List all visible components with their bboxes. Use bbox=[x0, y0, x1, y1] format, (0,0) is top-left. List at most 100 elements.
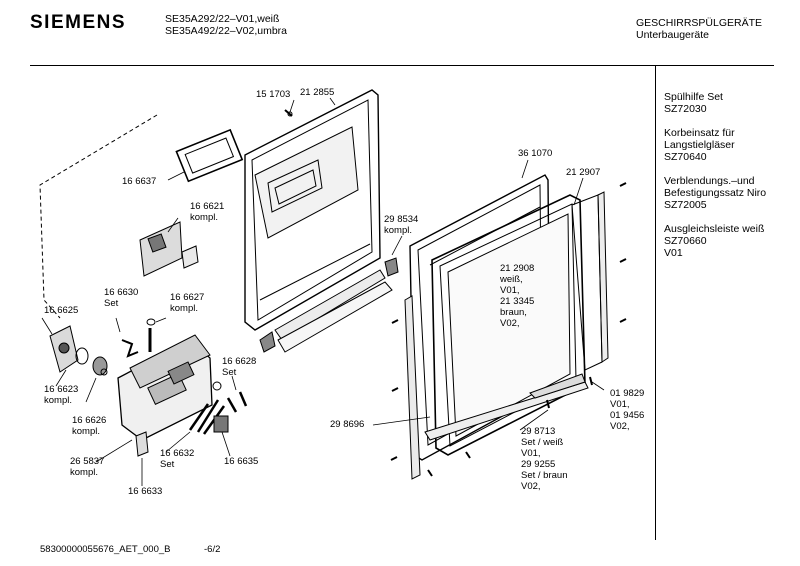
model-line: SE35A292/22–V01,weiß bbox=[165, 13, 280, 25]
accessory-list: Spülhilfe Set SZ72030 Korbeinsatz für La… bbox=[664, 91, 782, 259]
part-number: 16 6623 bbox=[44, 384, 79, 395]
model-line: SE35A492/22–V02,umbra bbox=[165, 25, 288, 37]
part-number: 26 5837 bbox=[70, 456, 105, 467]
accessory-code: SZ70640 bbox=[664, 151, 707, 163]
header-divider bbox=[30, 65, 774, 66]
part-label: 29 8713 Set / weiß V01, 29 9255 Set / br… bbox=[521, 426, 567, 492]
category-line: Unterbaugeräte bbox=[636, 29, 709, 41]
accessory-name: Befestigungssatz Niro bbox=[664, 187, 767, 199]
part-note: V01, bbox=[521, 448, 541, 459]
front-panel bbox=[431, 194, 586, 456]
part-label: 16 6635 bbox=[224, 456, 258, 467]
part-note: Set bbox=[222, 367, 237, 378]
part-note: V02, bbox=[500, 318, 520, 329]
part-label: 01 9829 V01, 01 9456 V02, bbox=[610, 388, 644, 432]
part-label: 21 2855 bbox=[300, 87, 334, 98]
brand-logo: SIEMENS bbox=[30, 12, 127, 33]
accessory-item: Spülhilfe Set SZ72030 bbox=[664, 91, 782, 115]
part-number: 16 6632 bbox=[160, 448, 195, 459]
part-number: 21 3345 bbox=[500, 296, 535, 307]
screw-set bbox=[390, 182, 627, 477]
part-number: 16 6630 bbox=[104, 287, 139, 298]
part-label: 16 6625 bbox=[44, 305, 78, 316]
part-note: V01, bbox=[500, 285, 520, 296]
part-label: 29 8696 bbox=[330, 419, 364, 430]
part-number: 16 6627 bbox=[170, 292, 205, 303]
part-number: 15 1703 bbox=[256, 89, 291, 100]
part-number: 16 6635 bbox=[224, 456, 259, 467]
dispenser-unit bbox=[139, 221, 199, 277]
model-list: SE35A292/22–V01,weiß SE35A492/22–V02,umb… bbox=[165, 13, 287, 37]
accessory-code: SZ70660 bbox=[664, 235, 707, 247]
part-note: kompl. bbox=[70, 467, 98, 478]
part-note: kompl. bbox=[190, 212, 218, 223]
accessory-name: Korbeinsatz für bbox=[664, 127, 735, 139]
part-number: 29 8696 bbox=[330, 419, 365, 430]
part-label: 21 2907 bbox=[566, 167, 600, 178]
part-note: kompl. bbox=[170, 303, 198, 314]
door-lock-body bbox=[117, 334, 213, 441]
part-number: 21 2907 bbox=[566, 167, 601, 178]
handle-strip bbox=[259, 257, 399, 353]
part-note: kompl. bbox=[72, 426, 100, 437]
part-note: kompl. bbox=[44, 395, 72, 406]
pin-part bbox=[146, 318, 156, 352]
part-number: 29 8534 bbox=[384, 214, 419, 225]
part-number: 01 9829 bbox=[610, 388, 645, 399]
left-profile bbox=[404, 295, 421, 480]
part-note: Set bbox=[104, 298, 119, 309]
accessory-code: SZ72030 bbox=[664, 103, 707, 115]
part-note: Set bbox=[160, 459, 175, 470]
part-number: 16 6625 bbox=[44, 305, 79, 316]
document-id: 58300000055676_AET_000_B bbox=[40, 544, 171, 555]
part-note: V02, bbox=[521, 481, 541, 492]
part-note: braun, bbox=[500, 307, 527, 318]
part-number: 16 6621 bbox=[190, 201, 225, 212]
part-number: 01 9456 bbox=[610, 410, 645, 421]
part-number: 36 1070 bbox=[518, 148, 553, 159]
part-number: 21 2908 bbox=[500, 263, 535, 274]
page-number: -6/2 bbox=[204, 544, 221, 555]
part-label: 15 1703 bbox=[256, 89, 290, 100]
lock-housing bbox=[49, 325, 108, 376]
accessory-item: Korbeinsatz für Langstielgläser SZ70640 bbox=[664, 127, 782, 163]
part-number: 16 6637 bbox=[122, 176, 157, 187]
category-title: GESCHIRRSPÜLGERÄTE Unterbaugeräte bbox=[636, 17, 762, 41]
part-number: 16 6626 bbox=[72, 415, 107, 426]
part-number: 21 2855 bbox=[300, 87, 335, 98]
part-number: 29 8713 bbox=[521, 426, 556, 437]
accessory-item: Ausgleichsleiste weiß SZ70660 V01 bbox=[664, 223, 782, 259]
part-number: 16 6628 bbox=[222, 356, 257, 367]
part-number: 29 9255 bbox=[521, 459, 556, 470]
part-note: V01, bbox=[610, 399, 630, 410]
accessory-name: Spülhilfe Set bbox=[664, 91, 723, 103]
part-label: 21 2908 weiß, V01, 21 3345 braun, V02, bbox=[500, 263, 534, 329]
sidebar-divider bbox=[655, 65, 656, 540]
spring-set bbox=[212, 381, 248, 413]
part-note: V02, bbox=[610, 421, 630, 432]
accessory-name: Ausgleichsleiste weiß bbox=[664, 223, 765, 235]
accessory-name: Langstielgläser bbox=[664, 139, 735, 151]
part-label: 36 1070 bbox=[518, 148, 552, 159]
part-note: Set / weiß bbox=[521, 437, 564, 448]
microswitch bbox=[213, 415, 229, 433]
accessory-variant: V01 bbox=[664, 247, 683, 259]
lower-strip bbox=[424, 373, 589, 441]
part-number: 16 6633 bbox=[128, 486, 163, 497]
accessory-code: SZ72005 bbox=[664, 199, 707, 211]
part-label: 16 6633 bbox=[128, 486, 162, 497]
gasket-frame bbox=[175, 128, 244, 183]
part-note: weiß, bbox=[500, 274, 523, 285]
part-note: kompl. bbox=[384, 225, 412, 236]
side-profile bbox=[571, 191, 609, 371]
part-label: 16 6637 bbox=[122, 176, 156, 187]
category-line: GESCHIRRSPÜLGERÄTE bbox=[636, 17, 763, 29]
